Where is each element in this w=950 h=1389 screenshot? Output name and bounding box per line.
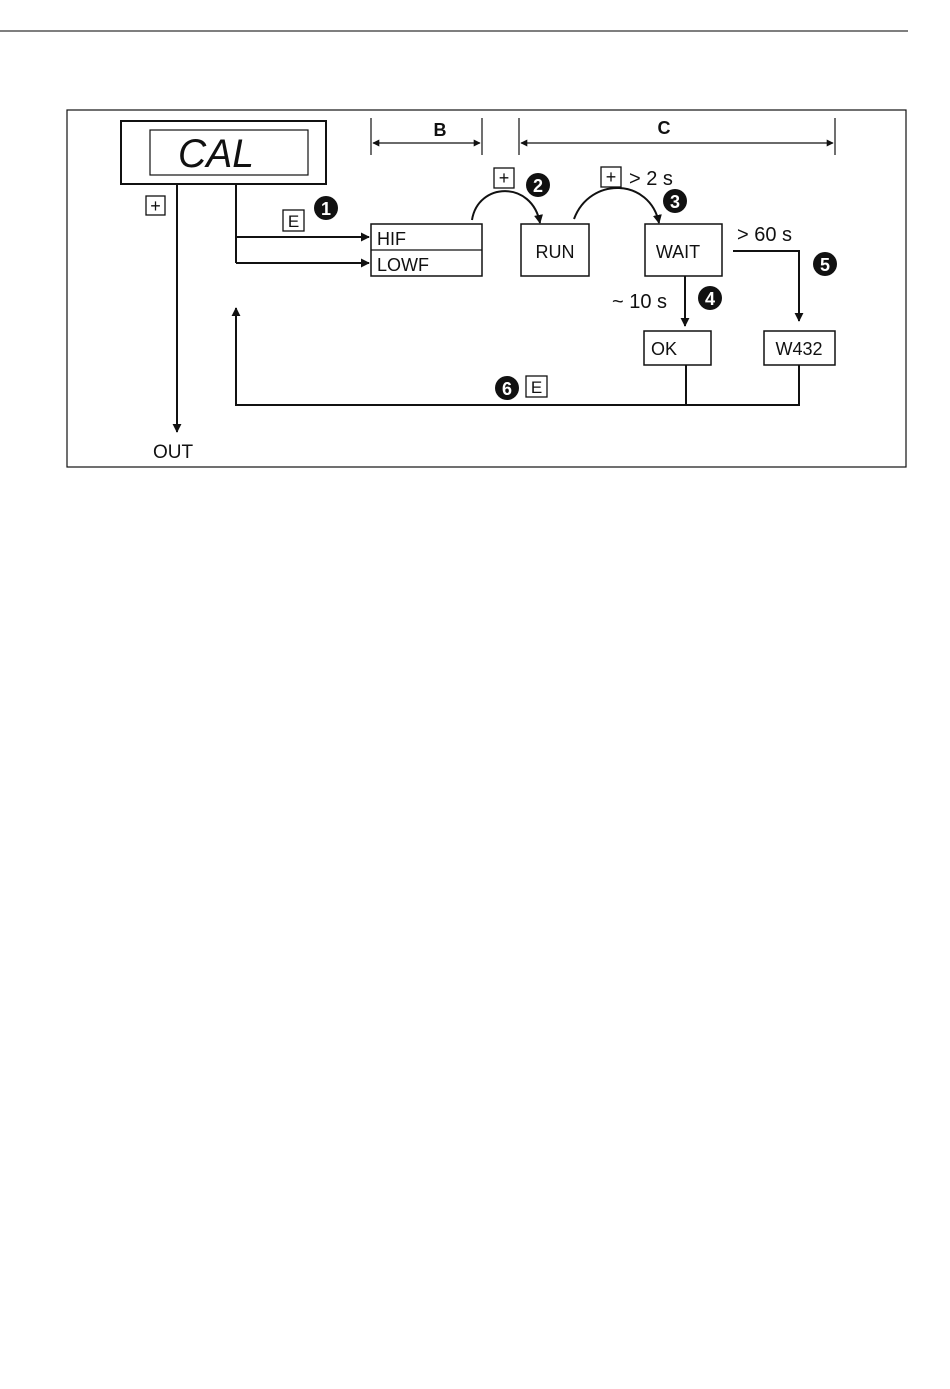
w432-label: W432 (775, 339, 822, 359)
arc-to-wait (574, 188, 659, 223)
range-b-label: B (434, 120, 447, 140)
step-2-marker: 2 (526, 173, 550, 197)
plus-key-wait: + (601, 167, 621, 187)
enter-key-6-label: E (531, 378, 542, 397)
timeout-label: > 60 s (737, 224, 792, 246)
step-4-label: 4 (705, 289, 715, 309)
enter-key-6: E (526, 376, 547, 397)
lcd-display: CAL (121, 121, 326, 184)
hif-lowf-box: HIF LOWF (371, 224, 482, 276)
range-c-label: C (658, 118, 671, 138)
step-2-label: 2 (533, 176, 543, 196)
w432-box: W432 (764, 331, 835, 365)
timeout-arrow (733, 251, 799, 321)
out-label: OUT (153, 442, 194, 463)
hold-time-label: > 2 s (629, 168, 673, 190)
step-3-label: 3 (670, 192, 680, 212)
plus-key-out: + (146, 196, 165, 216)
arc-to-run (472, 191, 540, 223)
range-b: B (371, 118, 482, 155)
plus-key-out-label: + (150, 196, 161, 216)
enter-key-1: E (283, 210, 304, 231)
display-text: CAL (178, 132, 254, 176)
wait-box: WAIT (645, 224, 722, 276)
ok-box: OK (644, 331, 711, 365)
step-6-marker: 6 (495, 376, 519, 400)
enter-key-1-label: E (288, 212, 299, 231)
step-1-label: 1 (321, 199, 331, 219)
ok-label: OK (651, 339, 677, 359)
step-3-marker: 3 (663, 189, 687, 213)
plus-key-run: + (494, 168, 514, 188)
wait-label: WAIT (656, 242, 700, 262)
approx-time-label: ~ 10 s (612, 291, 667, 313)
step-5-label: 5 (820, 255, 830, 275)
plus-key-run-label: + (499, 168, 510, 188)
range-c: C (519, 118, 835, 155)
run-label: RUN (536, 242, 575, 262)
step-1-marker: 1 (314, 196, 338, 220)
step-5-marker: 5 (813, 252, 837, 276)
step-6-label: 6 (502, 379, 512, 399)
plus-key-wait-label: + (606, 167, 617, 187)
run-box: RUN (521, 224, 589, 276)
hif-label: HIF (377, 229, 406, 249)
step-4-marker: 4 (698, 286, 722, 310)
lowf-label: LOWF (377, 255, 429, 275)
